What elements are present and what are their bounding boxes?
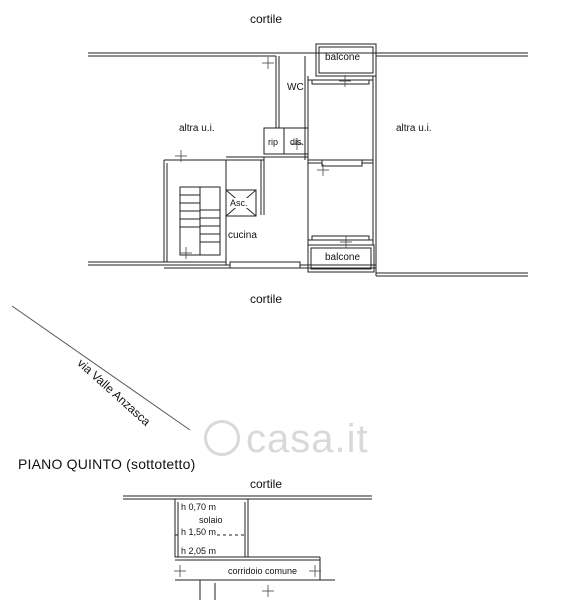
balcone-bottom-outline: [307, 244, 375, 273]
label-h150: h 1,50 m: [181, 527, 217, 537]
label-balcone-bottom: balcone: [325, 252, 361, 263]
watermark-icon: [204, 420, 240, 456]
street-line: [11, 305, 191, 431]
label-corridoio: corridoio comune: [228, 566, 298, 576]
label-h070: h 0,70 m: [181, 502, 217, 512]
label-altra-ui-right: altra u.i.: [396, 123, 432, 134]
label-cortile-lower: cortile: [250, 477, 283, 491]
label-cortile-top: cortile: [250, 12, 283, 26]
label-balcone-top: balcone: [325, 52, 361, 63]
label-altra-ui-left: altra u.i.: [179, 123, 215, 134]
label-cortile-middle: cortile: [250, 292, 283, 306]
floor-title: PIANO QUINTO (sottotetto): [18, 456, 196, 472]
label-wc: WC: [287, 82, 304, 93]
watermark-text: casa.it: [246, 417, 369, 461]
label-dis: dis.: [290, 137, 305, 147]
elevator-box: [225, 189, 257, 217]
label-cucina: cucina: [228, 230, 257, 241]
label-h205: h 2,05 m: [181, 546, 217, 556]
label-solaio: solaio: [199, 515, 223, 525]
label-asc: Asc.: [230, 198, 248, 208]
label-rip: rip: [268, 137, 279, 147]
